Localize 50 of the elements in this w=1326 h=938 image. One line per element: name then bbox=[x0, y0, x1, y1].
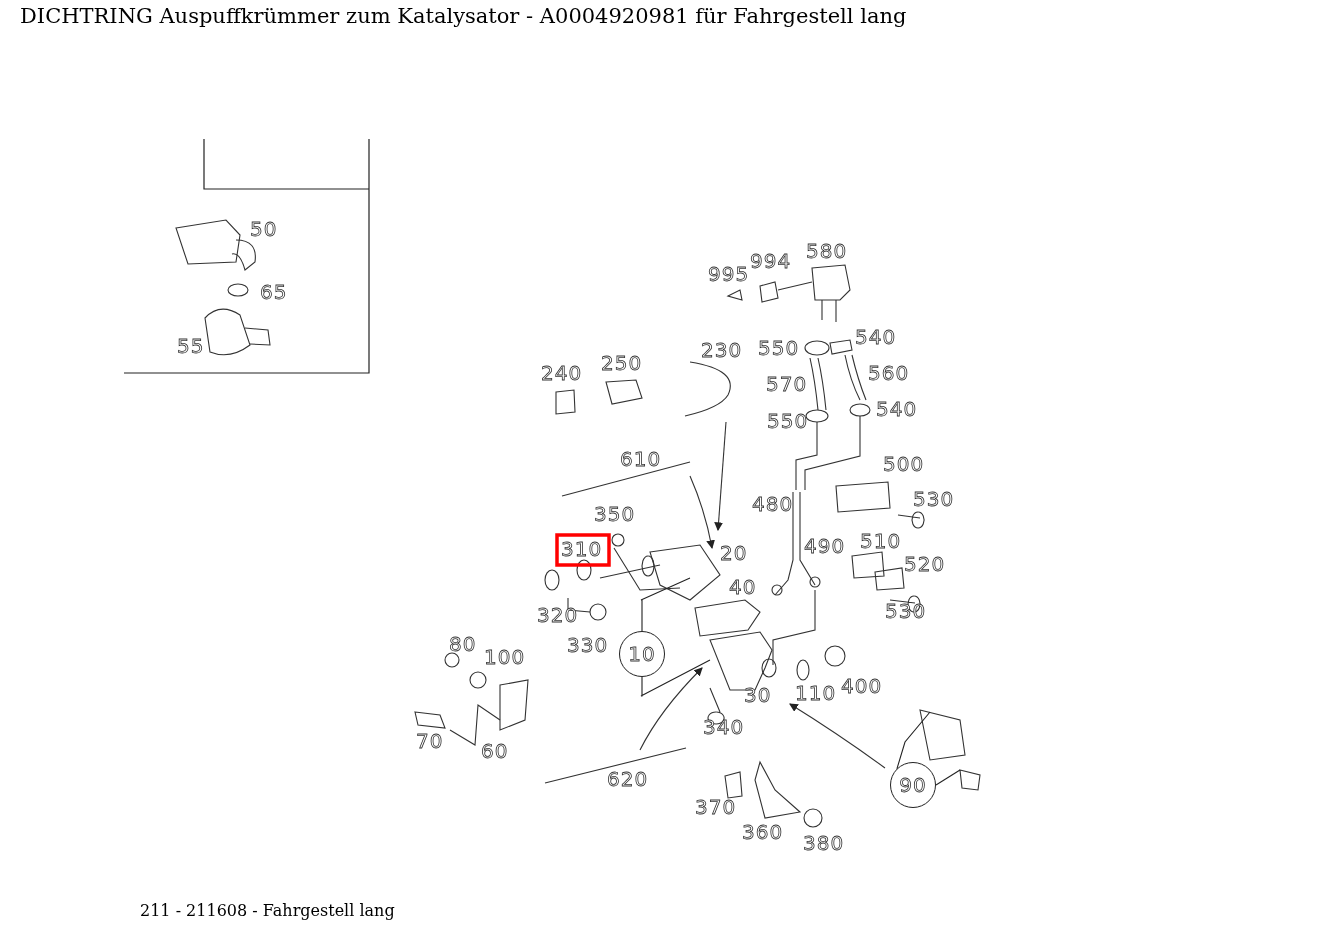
callout-number: 480 bbox=[752, 493, 794, 515]
callout-number: 400 bbox=[841, 675, 883, 697]
callout-number: 80 bbox=[449, 633, 477, 655]
callout-number: 65 bbox=[260, 281, 288, 303]
callout-number: 540 bbox=[855, 326, 897, 348]
callout-number: 360 bbox=[742, 821, 784, 843]
callout-number: 70 bbox=[416, 730, 444, 752]
callout-number: 55 bbox=[177, 335, 205, 357]
callout-number: 610 bbox=[620, 448, 662, 470]
callout-number: 994 bbox=[750, 250, 792, 272]
callout-number: 540 bbox=[876, 398, 918, 420]
callout-number: 100 bbox=[484, 646, 526, 668]
callout-number: 530 bbox=[913, 488, 955, 510]
callout-number: 30 bbox=[744, 684, 772, 706]
callout-number: 350 bbox=[594, 503, 636, 525]
callout-number: 20 bbox=[720, 542, 748, 564]
callout-number: 620 bbox=[607, 768, 649, 790]
callout-number: 520 bbox=[904, 553, 946, 575]
callout-number: 320 bbox=[537, 604, 579, 626]
callout-number: 110 bbox=[795, 682, 837, 704]
callout-number: 230 bbox=[701, 339, 743, 361]
callout-number: 550 bbox=[758, 337, 800, 359]
callout-number: 10 bbox=[628, 643, 656, 665]
callout-number: 560 bbox=[868, 362, 910, 384]
diagram-caption: 211 - 211608 - Fahrgestell lang bbox=[140, 901, 395, 920]
callout-number: 995 bbox=[708, 263, 750, 285]
callout-number: 500 bbox=[883, 453, 925, 475]
leader-line bbox=[935, 769, 961, 786]
callout-number: 310 bbox=[561, 538, 603, 560]
callout-number: 330 bbox=[567, 634, 609, 656]
callout-number: 240 bbox=[541, 362, 583, 384]
callout-number: 40 bbox=[729, 576, 757, 598]
callout-number: 380 bbox=[803, 832, 845, 854]
callout-number: 580 bbox=[806, 240, 848, 262]
callout-number: 60 bbox=[481, 740, 509, 762]
callout-number: 50 bbox=[250, 218, 278, 240]
page-title: DICHTRING Auspuffkrümmer zum Katalysator - A0004920981 für Fahrgestell lang bbox=[20, 4, 907, 28]
callout-number: 340 bbox=[703, 716, 745, 738]
callout-number: 250 bbox=[601, 352, 643, 374]
callout-number: 550 bbox=[767, 410, 809, 432]
leader-line bbox=[640, 659, 711, 697]
callout-number: 490 bbox=[804, 535, 846, 557]
callout-number: 510 bbox=[860, 530, 902, 552]
callout-circle bbox=[619, 631, 665, 677]
leader-line bbox=[896, 711, 931, 770]
callout-number: 370 bbox=[695, 796, 737, 818]
callout-number: 570 bbox=[766, 373, 808, 395]
callout-circle bbox=[890, 762, 936, 808]
leader-line bbox=[640, 577, 691, 632]
callout-number: 530 bbox=[885, 600, 927, 622]
